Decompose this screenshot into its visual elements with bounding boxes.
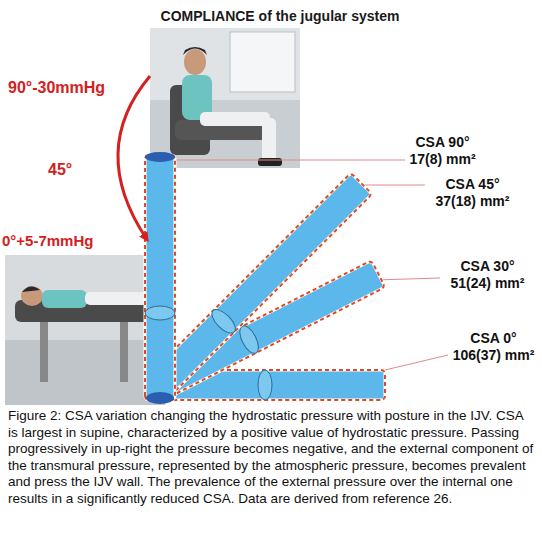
csa-value: CSA 0° 106(37) mm² (446, 330, 541, 364)
photo-upright (150, 28, 300, 168)
pressure-label: 90°-30mmHg (8, 78, 148, 97)
pressure-label: 0°+5-7mmHg (2, 232, 152, 250)
angle-label: 45° (48, 160, 108, 179)
tube-end (145, 152, 175, 162)
figure-caption: Figure 2: CSA variation changing the hyd… (8, 408, 536, 508)
csa-value: CSA 90° 17(8) mm² (400, 134, 485, 168)
figure-title: COMPLIANCE of the jugular system (150, 8, 410, 24)
pivot-end (146, 392, 174, 404)
photo-supine (5, 255, 165, 405)
vein-tube-90 (145, 152, 175, 400)
csa-value: CSA 45° 37(18) mm² (425, 176, 520, 210)
vein-tube-45 (149, 173, 372, 396)
csa-value: CSA 30° 51(24) mm² (440, 258, 535, 292)
posture-arrow (118, 76, 150, 238)
